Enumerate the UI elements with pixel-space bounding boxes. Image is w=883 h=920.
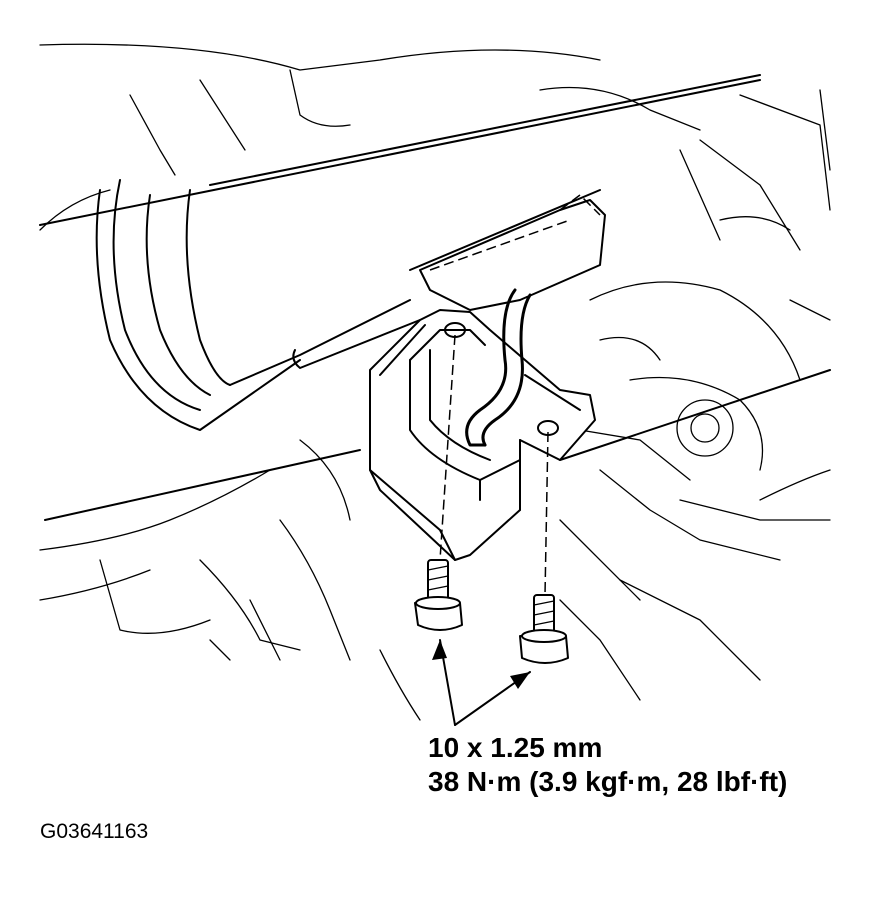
figure-id: G03641163 (40, 820, 149, 843)
bolt-alignment-lines (439, 334, 549, 596)
torque-spec: 38 N·m (3.9 kgf·m, 28 lbf·ft) (428, 766, 788, 797)
hanger-rod (465, 288, 532, 447)
bolt-size-spec: 10 x 1.25 mm (428, 732, 603, 763)
flange-bolt-right (519, 594, 569, 664)
frame-rail-lines (39, 79, 831, 521)
flange-bolt-left (414, 559, 463, 631)
mounting-bracket (419, 194, 606, 311)
callout-arrows (432, 639, 531, 726)
exhaust-pipe (95, 74, 761, 431)
